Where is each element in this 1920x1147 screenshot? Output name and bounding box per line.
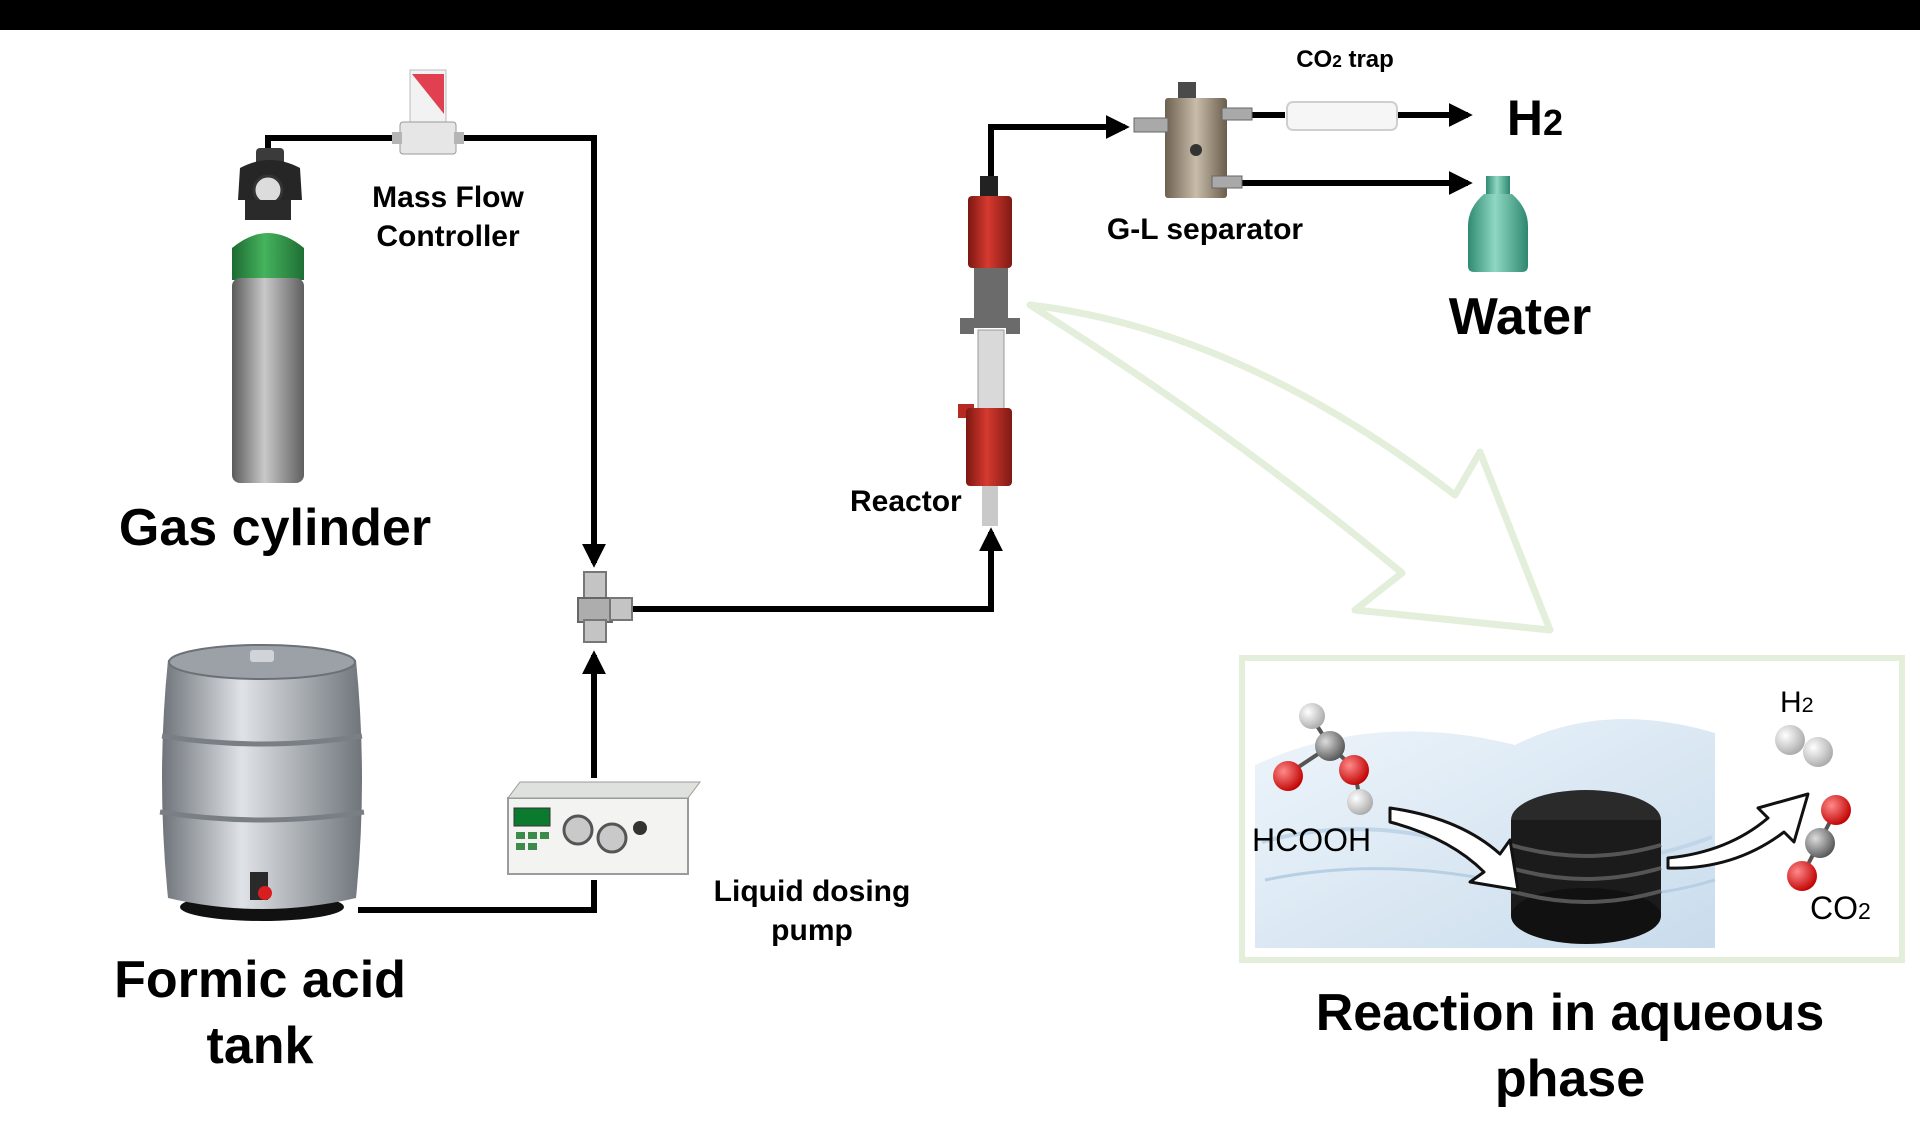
co2-molecule-icon — [1787, 795, 1851, 891]
pipe-reactor-to-separator — [988, 115, 1130, 178]
gas-liquid-separator-icon — [1133, 82, 1253, 198]
pipe-tee-to-reactor — [632, 527, 1003, 612]
tee-fitting-icon — [577, 571, 633, 643]
formic-acid-tank-label: Formic acid tank — [114, 951, 406, 1075]
pipe-cylinder-to-mfc — [265, 135, 400, 160]
reactor-icon — [958, 176, 1020, 526]
gas-cylinder-label: Gas cylinder — [118, 499, 432, 557]
pipe-tank-to-pump — [358, 880, 597, 913]
mass-flow-controller-icon — [392, 69, 464, 155]
co2-trap-label: CO2 trap — [1296, 46, 1394, 73]
keg-tank-icon — [159, 644, 365, 921]
reaction-title-label: Reaction in aqueous phase — [1315, 984, 1825, 1108]
h2-output-label: H2 — [1506, 90, 1564, 146]
co2-product-label: CO2 — [1810, 890, 1871, 926]
reactant-to-catalyst-arrow-icon — [1388, 806, 1520, 892]
co2-trap-icon — [1286, 101, 1398, 131]
dosing-pump-icon — [507, 781, 701, 875]
hcooh-molecule-icon — [1273, 703, 1373, 815]
hcooh-label: HCOOH — [1252, 822, 1372, 858]
highlight-arrow — [1026, 301, 1554, 634]
water-bottle-icon — [1468, 176, 1528, 272]
pipe-mfc-to-tee — [455, 135, 606, 568]
h2-product-label: H2 — [1780, 686, 1814, 719]
h2-molecule-icon — [1775, 725, 1833, 767]
catalyst-monolith-icon — [1510, 790, 1662, 944]
liquid-dosing-pump-label: Liquid dosing pump — [713, 875, 911, 947]
mass-flow-controller-label: Mass Flow Controller — [372, 181, 524, 253]
catalyst-to-products-arrow-icon — [1666, 792, 1810, 870]
top-black-bar — [0, 0, 1920, 30]
reactor-label: Reactor — [850, 485, 962, 518]
gas-cylinder-icon — [232, 148, 304, 483]
gl-separator-label: G-L separator — [1106, 213, 1304, 246]
water-output-label: Water — [1448, 288, 1592, 346]
